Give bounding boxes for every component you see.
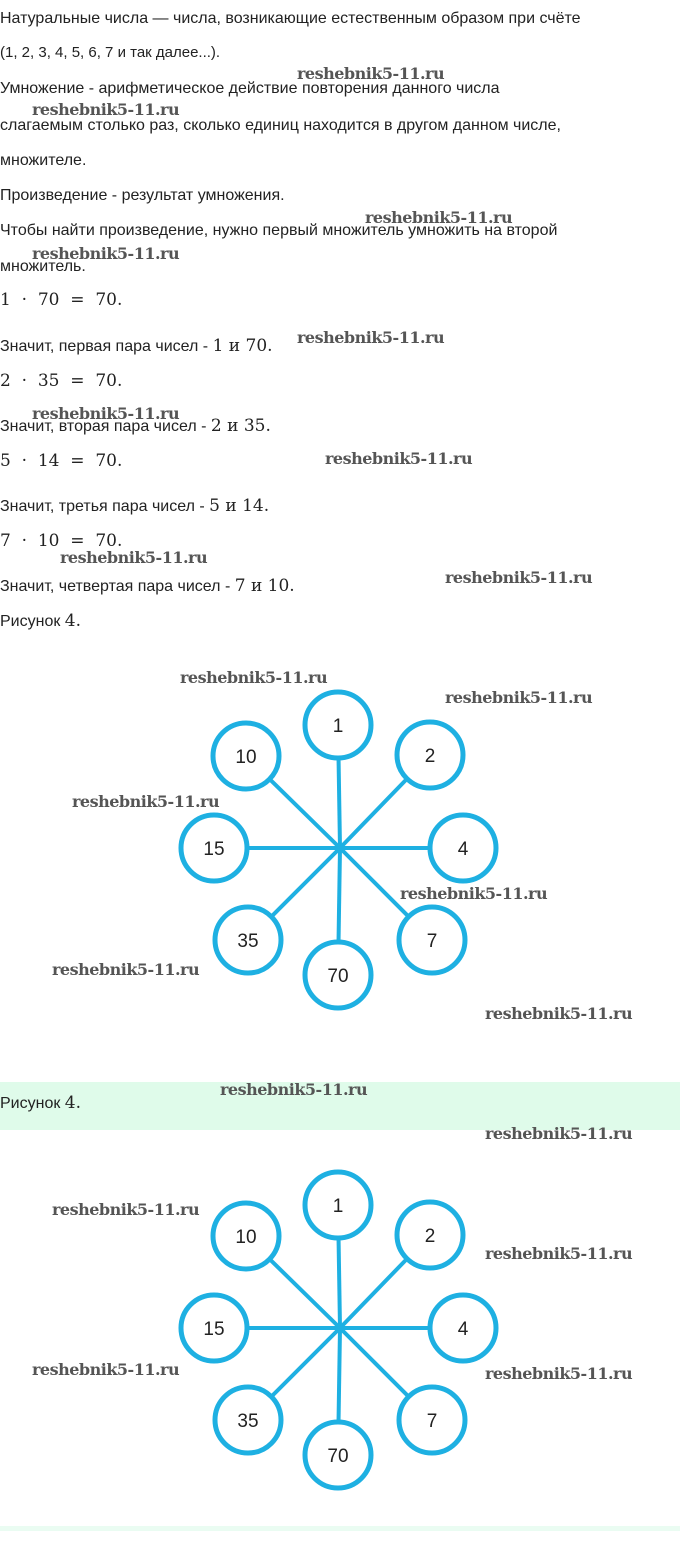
spoke-line	[269, 1326, 342, 1399]
conclusion-text: Значит, четвертая пара чисел -	[0, 578, 235, 595]
figure-label-text: Рисунок	[0, 613, 65, 630]
watermark: reshebnik5-11.ru	[180, 668, 328, 687]
watermark: reshebnik5-11.ru	[297, 64, 445, 83]
watermark: reshebnik5-11.ru	[72, 792, 220, 811]
pair: 7 и 10.	[234, 576, 295, 596]
number-circle	[210, 720, 282, 792]
number-circle	[394, 719, 466, 791]
circle-number: 70	[327, 1446, 348, 1467]
divider	[0, 1526, 680, 1531]
conclusion-text: Значит, первая пара чисел -	[0, 338, 213, 355]
spoke-line	[338, 1326, 411, 1399]
conclusion: Значит, третья пара чисел - 5 и 14.	[0, 496, 269, 516]
circle-number: 4	[458, 1319, 469, 1340]
number-circle	[394, 1199, 466, 1271]
circle-number: 10	[235, 1227, 256, 1248]
conclusion-text: Значит, вторая пара чисел -	[0, 418, 211, 435]
watermark: reshebnik5-11.ru	[485, 1364, 633, 1383]
watermark: reshebnik5-11.ru	[400, 884, 548, 903]
conclusion-text: Значит, третья пара чисел -	[0, 498, 210, 515]
number-circle	[178, 812, 250, 884]
watermark: reshebnik5-11.ru	[445, 568, 593, 587]
paragraph-line: множитель.	[0, 258, 86, 275]
watermark: reshebnik5-11.ru	[325, 449, 473, 468]
spoke-line	[336, 1327, 342, 1423]
number-circle	[302, 689, 374, 761]
pair: 1 и 70.	[212, 336, 273, 356]
figure-label: Рисунок 4.	[0, 1093, 81, 1113]
number-circle	[212, 1384, 284, 1456]
circle-number: 15	[203, 1319, 224, 1340]
number-circle	[302, 1169, 374, 1241]
watermark: reshebnik5-11.ru	[365, 208, 513, 227]
circle-number: 1	[333, 1196, 344, 1217]
number-circle	[212, 904, 284, 976]
spoke-line	[268, 777, 342, 850]
number-circle	[302, 939, 374, 1011]
circle-number: 35	[237, 1411, 258, 1432]
watermark: reshebnik5-11.ru	[297, 328, 445, 347]
watermark: reshebnik5-11.ru	[32, 404, 180, 423]
paragraph-line: Умножение - арифметическое действие повт…	[0, 80, 500, 97]
spoke-line	[269, 846, 342, 919]
circle-number: 4	[458, 839, 469, 860]
watermark: reshebnik5-11.ru	[32, 1360, 180, 1379]
equation: 1 · 70 = 70.	[0, 290, 123, 310]
circle-number: 7	[427, 931, 438, 952]
watermark: reshebnik5-11.ru	[485, 1004, 633, 1023]
paragraph-line: Чтобы найти произведение, нужно первый м…	[0, 222, 558, 239]
number-circle	[427, 1292, 499, 1364]
figure-label-text: Рисунок	[0, 1095, 65, 1112]
circle-number: 2	[425, 746, 436, 767]
spoke-line	[268, 1257, 342, 1330]
paragraph-line: множителе.	[0, 152, 87, 169]
number-circle	[302, 1419, 374, 1491]
conclusion: Значит, первая пара чисел - 1 и 70.	[0, 336, 273, 356]
circle-number: 1	[333, 716, 344, 737]
number-circle	[427, 812, 499, 884]
watermark: reshebnik5-11.ru	[485, 1244, 633, 1263]
equation: 5 · 14 = 70.	[0, 451, 123, 471]
spoke-line	[336, 757, 342, 849]
circle-number: 70	[327, 966, 348, 987]
conclusion: Значит, четвертая пара чисел - 7 и 10.	[0, 576, 295, 596]
figure-number: 4.	[64, 1093, 82, 1113]
pair: 5 и 14.	[209, 496, 270, 516]
spoke-line	[336, 847, 342, 943]
number-circle	[210, 1200, 282, 1272]
spoke-line	[336, 1237, 342, 1329]
circle-number: 7	[427, 1411, 438, 1432]
conclusion: Значит, вторая пара чисел - 2 и 35.	[0, 416, 271, 436]
watermark: reshebnik5-11.ru	[485, 1124, 633, 1143]
number-circle	[178, 1292, 250, 1364]
circle-number: 10	[235, 747, 256, 768]
watermark: reshebnik5-11.ru	[52, 960, 200, 979]
spoke-line	[338, 846, 411, 919]
circle-number: 15	[203, 839, 224, 860]
watermark: reshebnik5-11.ru	[60, 548, 208, 567]
highlight-band	[0, 1082, 680, 1130]
number-circle	[396, 904, 468, 976]
paragraph-line: (1, 2, 3, 4, 5, 6, 7 и так далее...).	[0, 44, 221, 61]
watermark: reshebnik5-11.ru	[220, 1080, 368, 1099]
number-circle	[396, 1384, 468, 1456]
spoke-line	[338, 777, 409, 850]
figure-number: 4.	[64, 611, 82, 631]
figure-label: Рисунок 4.	[0, 611, 81, 631]
circle-number: 2	[425, 1226, 436, 1247]
equation: 7 · 10 = 70.	[0, 531, 123, 551]
equation: 2 · 35 = 70.	[0, 371, 123, 391]
watermark: reshebnik5-11.ru	[32, 100, 180, 119]
circle-number: 35	[237, 931, 258, 952]
paragraph-line: Натуральные числа — числа, возникающие е…	[0, 10, 581, 27]
watermark: reshebnik5-11.ru	[445, 688, 593, 707]
pair: 2 и 35.	[210, 416, 271, 436]
paragraph-line: слагаемым столько раз, сколько единиц на…	[0, 117, 561, 134]
spoke-line	[338, 1257, 409, 1330]
paragraph-line: Произведение - результат умножения.	[0, 187, 285, 204]
watermark: reshebnik5-11.ru	[52, 1200, 200, 1219]
watermark: reshebnik5-11.ru	[32, 244, 180, 263]
